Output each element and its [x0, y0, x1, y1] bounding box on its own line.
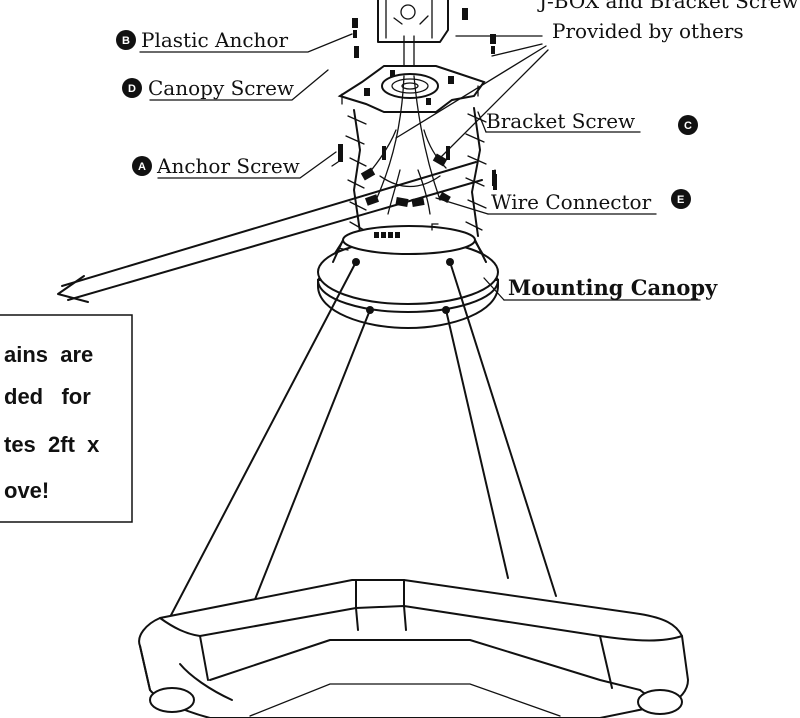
plastic-anchor-label: Plastic Anchor [141, 28, 288, 52]
badge-d-icon [122, 78, 142, 98]
junction-box [377, 0, 449, 77]
label-canopy-screw: D Canopy Screw [122, 76, 294, 100]
label-wire-connector: Wire Connector E [491, 189, 691, 214]
label-jbox: J-BOX and Bracket Screw Provided by othe… [537, 0, 799, 43]
bracket-screws-top [352, 8, 496, 58]
chain-right [465, 107, 487, 237]
note-line-1: ains are [4, 342, 93, 367]
label-bracket-screw: Bracket Screw C [486, 109, 698, 135]
note-line-4: ove! [4, 478, 49, 503]
wire-connector-label: Wire Connector [491, 190, 652, 214]
jbox-label-line2: Provided by others [552, 19, 744, 43]
svg-text:C: C [684, 120, 692, 132]
chain-left [345, 109, 367, 233]
label-plastic-anchor: B Plastic Anchor [116, 28, 288, 52]
leader-lines [139, 33, 701, 301]
svg-text:B: B [122, 35, 130, 47]
mounting-bracket [337, 65, 486, 113]
bracket-screw-label: Bracket Screw [486, 109, 635, 133]
anchor-screw-label: Anchor Screw [156, 154, 300, 178]
badge-a-icon [132, 156, 152, 176]
note-line-3: tes 2ft x [4, 432, 100, 457]
note-line-2: ded for [4, 384, 91, 409]
note-box: ains are ded for tes 2ft x ove! [0, 314, 133, 523]
jbox-label-line1: J-BOX and Bracket Screw [537, 0, 799, 13]
label-mounting-canopy: Mounting Canopy [508, 275, 718, 300]
mounting-canopy [317, 223, 499, 330]
svg-text:E: E [677, 194, 684, 206]
label-anchor-screw: A Anchor Screw [132, 154, 300, 178]
pointer-arrow [57, 161, 483, 303]
mounting-canopy-label: Mounting Canopy [508, 275, 718, 300]
svg-text:D: D [128, 83, 136, 95]
svg-text:A: A [138, 161, 146, 173]
badge-b-icon [116, 30, 136, 50]
canopy-screw-label: Canopy Screw [148, 76, 294, 100]
square-ring-fixture [138, 579, 690, 718]
badge-c-icon [678, 115, 698, 135]
suspension-cables [157, 261, 557, 641]
badge-e-icon [671, 189, 691, 209]
